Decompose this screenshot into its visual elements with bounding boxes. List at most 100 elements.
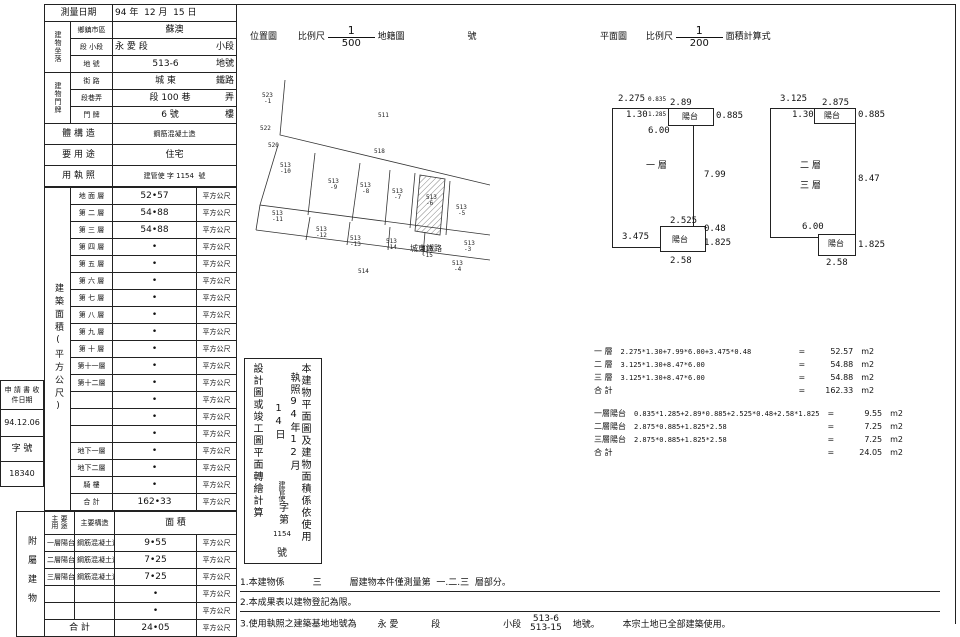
calc-formula: 0.835*1.285+2.89*0.885+2.525*0.48+2.58*1… xyxy=(634,409,820,418)
annex-area: 9•55 xyxy=(114,534,197,552)
calc-value: 9.55 xyxy=(864,409,883,418)
plan-title: 平面圖 xyxy=(600,32,628,42)
statement-col2e: 號 xyxy=(277,548,287,559)
plan1-dim: 6.00 xyxy=(648,126,670,136)
usage-label: 要 用 途 xyxy=(43,144,114,166)
floor-area: • xyxy=(112,272,197,290)
plan1-dim: 2.525 xyxy=(670,216,698,226)
floor-name: 第 五 層 xyxy=(70,255,113,273)
floor-name: 第 十 層 xyxy=(70,340,113,358)
area-row: 第十二層•平方公尺 xyxy=(45,374,237,392)
calc-name: 三層陽台 xyxy=(594,435,626,444)
floor-plan-2: 3.125 2.875 1.30 陽台 0.885 二 層 三 層 8.47 6… xyxy=(770,92,930,272)
annex-group-label: 附屬建物 xyxy=(16,511,45,637)
calc-eq: = xyxy=(827,435,835,444)
calc-eq: = xyxy=(798,373,806,382)
floor-area: 54•88 xyxy=(112,221,197,239)
map-label: 513 xyxy=(452,260,463,267)
floor-area: 52•57 xyxy=(112,187,197,205)
floor-name: 合 計 xyxy=(70,493,113,511)
floor-name: 第 六 層 xyxy=(70,272,113,290)
calc-eq: = xyxy=(827,422,835,431)
plan2-balcony-bottom xyxy=(818,234,856,256)
map-label: 513 xyxy=(272,210,283,217)
plan1-balcony-bottom xyxy=(660,226,706,252)
calc-formula: 3.125*1.30+8.47*6.00 xyxy=(620,360,705,369)
calc-value: 7.25 xyxy=(864,435,883,444)
calc-name: 合 計 xyxy=(594,386,613,395)
floor-name: 第 四 層 xyxy=(70,238,113,256)
plan1-dim: 0.48 xyxy=(704,224,726,234)
floor-area: 162•33 xyxy=(112,493,197,511)
calc-value: 52.57 xyxy=(830,347,854,356)
map-label: 513 xyxy=(328,178,339,185)
area-group-label: 建築面積(平方公尺) xyxy=(44,187,71,511)
application-no-label: 字 號 xyxy=(0,436,44,462)
calc-name: 二 層 xyxy=(594,360,613,369)
map-label: 513 xyxy=(456,204,467,211)
annex-struct: 鋼筋混凝土造 xyxy=(74,551,115,569)
plan2-balcony-top xyxy=(814,108,856,124)
calc-value: 54.88 xyxy=(830,360,854,369)
floor-name xyxy=(70,425,113,443)
area-unit: 平方公尺 xyxy=(196,459,237,477)
floor-area: • xyxy=(112,255,197,273)
calc-unit: m2 xyxy=(890,435,904,444)
area-unit: 平方公尺 xyxy=(196,408,237,426)
calc-name: 一 層 xyxy=(594,347,613,356)
statement-box: 設計圖或竣工圖平面轉繪計算 執照94年12月14日 建管使 字第 1154 號 … xyxy=(244,358,322,564)
plan1-dim: 0.835 xyxy=(648,96,667,103)
map-label: -4 xyxy=(454,266,462,273)
calc-formula: 3.125*1.30+8.47*6.00 xyxy=(620,373,705,382)
calc-formula: 2.875*0.885+1.825*2.58 xyxy=(634,422,727,431)
survey-date: 94 年 12 月 15 日 xyxy=(112,4,238,22)
area-row: •平方公尺 xyxy=(45,408,237,426)
street-value: 城 東鐵路 xyxy=(112,72,238,90)
area-unit: 平方公尺 xyxy=(196,391,237,409)
floor-name: 騎 樓 xyxy=(70,476,113,494)
plan2-balcony-label: 陽台 xyxy=(824,111,840,120)
annex-area: 7•25 xyxy=(114,568,197,586)
plan2-dim: 2.58 xyxy=(826,258,848,268)
left-form: 測量日期 94 年 12 月 15 日 建物坐落 鄉鎮市區 蘇澳 段 小段 永 … xyxy=(16,4,238,637)
floor-name: 地 面 層 xyxy=(70,187,113,205)
divider xyxy=(236,4,956,5)
map-no-label: 號 xyxy=(467,32,477,42)
annex-unit: 平方公尺 xyxy=(196,568,237,586)
map-label: -5 xyxy=(458,210,466,217)
floor-area: • xyxy=(112,408,197,426)
map-label: 520 xyxy=(268,142,279,149)
map-label: 513 xyxy=(360,182,371,189)
calc-eq: = xyxy=(827,448,835,457)
area-unit: 平方公尺 xyxy=(196,255,237,273)
statement-col1: 設計圖或竣工圖平面轉繪計算 xyxy=(251,363,262,519)
application-no: 18340 xyxy=(0,461,44,487)
statement-col2d: 1154 xyxy=(273,530,291,538)
plan-calc-label: 面積計算式 xyxy=(725,32,771,42)
area-unit: 平方公尺 xyxy=(196,357,237,375)
annex-unit: 平方公尺 xyxy=(196,602,237,620)
area-unit: 平方公尺 xyxy=(196,306,237,324)
calc-unit: m2 xyxy=(890,422,904,431)
lot-label: 地 號 xyxy=(69,55,114,73)
annex-area: • xyxy=(114,585,197,603)
application-label: 申 請 書 收件日期 xyxy=(0,380,44,410)
area-unit: 平方公尺 xyxy=(196,425,237,443)
floor-area: • xyxy=(112,476,197,494)
map-label: 518 xyxy=(374,148,385,155)
street-label: 街 路 xyxy=(69,72,114,90)
